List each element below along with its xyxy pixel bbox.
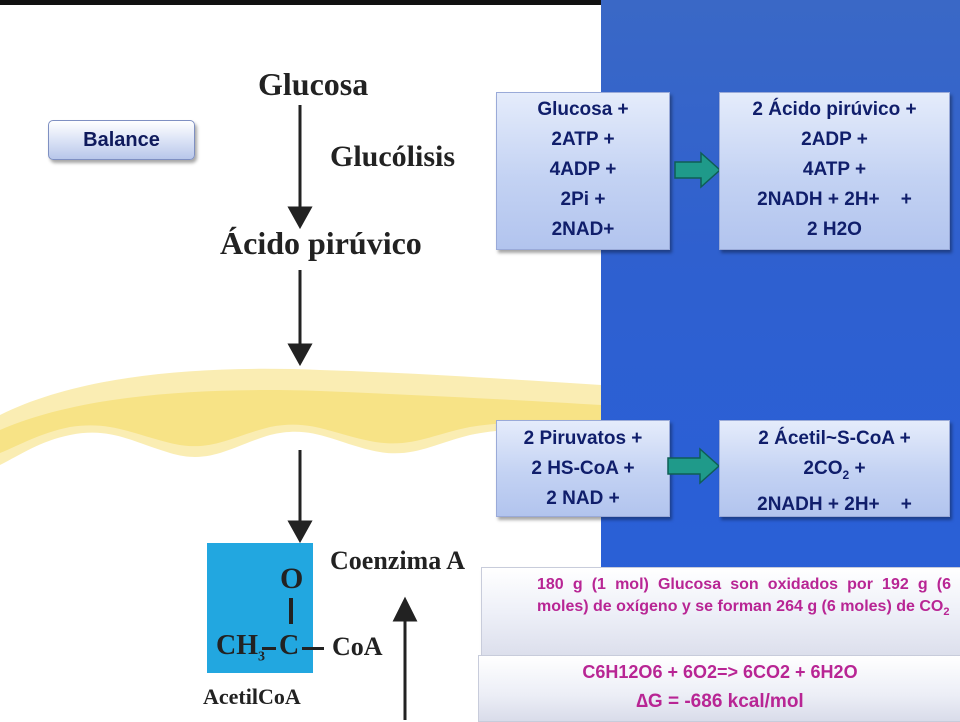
- delta-g-value: ∆G = -686 kcal/mol: [636, 691, 804, 712]
- acetyl-methyl: CH3: [216, 630, 265, 666]
- decarb-outputs-card: 2 Ácetil~S-CoA + 2CO2 + 2NADH + 2H+ +: [719, 420, 950, 517]
- co2-pre: 2CO: [803, 458, 843, 479]
- card-line: 2NADH + 2H+ +: [757, 493, 912, 515]
- coenzima-a-label: Coenzima A: [330, 546, 466, 575]
- reaction-equation: C6H12O6 + 6O2=> 6CO2 + 6H2O: [582, 662, 858, 682]
- pathway-arrows: [287, 105, 418, 720]
- oxidation-info-sub: 2: [943, 606, 950, 619]
- card-line: 2 H2O: [807, 219, 862, 240]
- card-line: 2 NAD +: [546, 488, 620, 509]
- card-line: 2Pi +: [560, 189, 606, 210]
- oxidation-info-main: 180 g (1 mol) Glucosa son oxidados por 1…: [537, 576, 951, 615]
- balance-button[interactable]: Balance: [48, 120, 195, 160]
- membrane-inner: [0, 390, 601, 453]
- acetyl-methyl-sub: 3: [258, 649, 265, 665]
- oxidation-info-text: 180 g (1 mol) Glucosa son oxidados por 1…: [537, 574, 951, 623]
- arrow-membrane-to-acetyl: [287, 450, 313, 544]
- acetyl-coa-group: CoA: [332, 632, 383, 661]
- card-line: 2ADP +: [801, 129, 868, 150]
- green-arrow-icon: [674, 151, 722, 189]
- card-line-co2: 2CO2 +: [720, 454, 949, 490]
- acetyl-double-bond: [289, 598, 293, 624]
- decarb-inputs-card: 2 Piruvatos + 2 HS-CoA + 2 NAD +: [496, 420, 670, 517]
- acetilcoa-label: AcetilCoA: [203, 684, 301, 709]
- equation-box: C6H12O6 + 6O2=> 6CO2 + 6H2O ∆G = -686 kc…: [478, 655, 960, 722]
- acetyl-methyl-ch: CH: [216, 630, 258, 661]
- acetyl-bond-right: [302, 647, 324, 650]
- card-line: 2 Ácido pirúvico +: [752, 99, 917, 120]
- card-line: 4ATP +: [802, 159, 867, 180]
- arrow-coenzyme-up: [392, 596, 418, 720]
- mitochondrial-membrane: [0, 368, 601, 465]
- card-line: 2NADH + 2H+ +: [757, 189, 912, 210]
- card-line: 2 HS-CoA +: [531, 458, 635, 479]
- acido-piruvico-label: Ácido pirúvico: [220, 225, 422, 261]
- card-line: 2NAD+: [551, 219, 615, 240]
- card-line: 2 Ácetil~S-CoA +: [758, 428, 911, 449]
- co2-sub: 2: [842, 467, 850, 482]
- green-arrow-icon: [667, 447, 721, 485]
- acetyl-group-box: [207, 543, 313, 673]
- glucosa-label: Glucosa: [258, 66, 369, 102]
- co2-post: +: [849, 458, 866, 479]
- acetyl-oxygen: O: [280, 562, 304, 595]
- acetyl-carbon: C: [279, 630, 300, 661]
- glycolysis-inputs-card: Glucosa + 2ATP + 4ADP + 2Pi + 2NAD+: [496, 92, 670, 250]
- arrow-glucose-to-pyruvate: [287, 105, 313, 230]
- card-line: Glucosa +: [537, 99, 629, 120]
- glucolisis-label: Glucólisis: [330, 140, 456, 173]
- card-line: 4ADP +: [549, 159, 617, 180]
- card-line: 2 Piruvatos +: [523, 428, 643, 449]
- acetyl-bond-left: [262, 647, 276, 650]
- card-line: 2ATP +: [551, 129, 615, 150]
- arrow-pyruvate-down: [287, 270, 313, 367]
- glycolysis-outputs-card: 2 Ácido pirúvico + 2ADP + 4ATP + 2NADH +…: [719, 92, 950, 250]
- oxidation-info-box: 180 g (1 mol) Glucosa son oxidados por 1…: [481, 567, 960, 657]
- top-border: [0, 0, 960, 5]
